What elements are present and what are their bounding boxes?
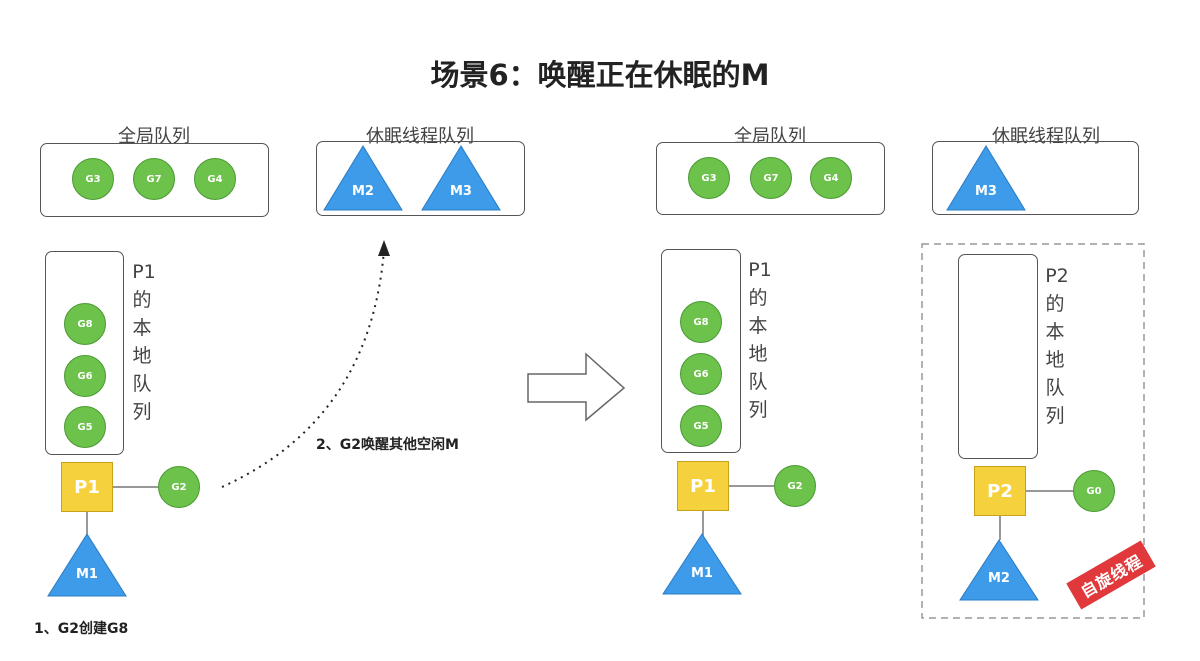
diagram-title: 场景6：唤醒正在休眠的M xyxy=(430,58,770,92)
right-running-goroutine: G2 xyxy=(774,465,816,507)
right-sleep-m3-triangle xyxy=(946,145,1026,211)
sleep-m2-triangle xyxy=(323,145,403,211)
machine-label: M1 xyxy=(691,566,713,581)
machine-label: M3 xyxy=(975,184,997,199)
goroutine: G7 xyxy=(133,158,175,200)
wake-arrow-head xyxy=(378,240,390,256)
goroutine: G7 xyxy=(750,157,792,199)
p1-local-queue-label: P1 的 本 地 队 列 xyxy=(132,261,156,423)
goroutine: G5 xyxy=(64,406,106,448)
right-m2-triangle xyxy=(959,539,1039,601)
goroutine: G6 xyxy=(64,355,106,397)
p2-local-queue-box xyxy=(958,254,1038,459)
processor-p1: P1 xyxy=(61,462,113,512)
machine-label: M1 xyxy=(76,567,98,582)
note-wake: 2、G2唤醒其他空闲M xyxy=(316,437,459,453)
sleep-m3-triangle xyxy=(421,145,501,211)
right-m1-triangle xyxy=(662,533,742,595)
goroutine: G3 xyxy=(688,157,730,199)
m1-triangle xyxy=(47,533,127,597)
goroutine: G6 xyxy=(680,353,722,395)
goroutine: G5 xyxy=(680,405,722,447)
sleep-queue-box xyxy=(316,141,525,216)
machine-label: M3 xyxy=(450,184,472,199)
goroutine: G4 xyxy=(194,158,236,200)
goroutine: G3 xyxy=(72,158,114,200)
transition-arrow-icon xyxy=(527,352,626,422)
goroutine: G8 xyxy=(64,303,106,345)
right-processor-p1: P1 xyxy=(677,461,729,511)
note-create: 1、G2创建G8 xyxy=(34,621,129,637)
p2-running-goroutine: G0 xyxy=(1073,470,1115,512)
running-goroutine: G2 xyxy=(158,466,200,508)
p2-local-queue-label: P2 的 本 地 队 列 xyxy=(1045,265,1069,427)
machine-label: M2 xyxy=(988,571,1010,586)
processor-p2: P2 xyxy=(974,466,1026,516)
machine-label: M2 xyxy=(352,184,374,199)
goroutine: G8 xyxy=(680,301,722,343)
global-queue-label: 全局队列 xyxy=(118,126,190,147)
right-sleep-queue-box xyxy=(932,141,1139,215)
wake-arrow xyxy=(221,249,385,488)
right-p1-local-queue-label: P1 的 本 地 队 列 xyxy=(748,259,772,421)
right-global-queue-label: 全局队列 xyxy=(734,126,806,147)
goroutine: G4 xyxy=(810,157,852,199)
spinning-thread-box xyxy=(921,243,1145,619)
